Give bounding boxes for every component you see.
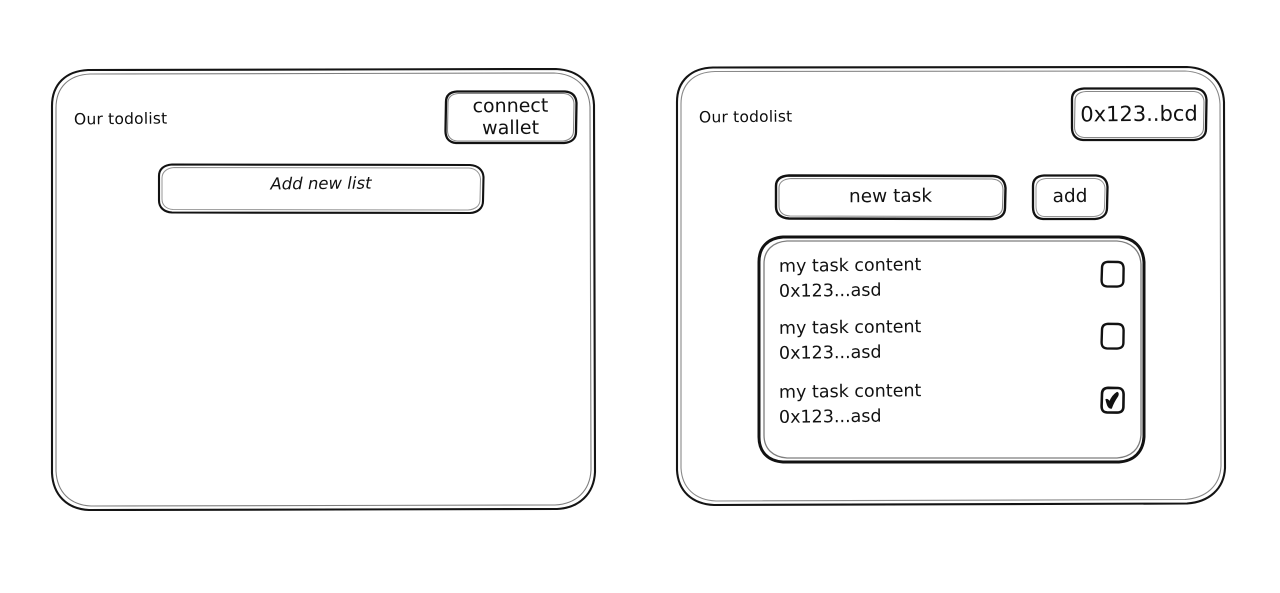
connect-wallet-line1: connect [472, 94, 549, 117]
task-text: my task content 0x123...asd [778, 381, 922, 428]
add-task-label: add [1052, 185, 1088, 208]
add-new-list-label: Add new list [270, 173, 372, 194]
new-task-input-value: new task [848, 185, 933, 208]
page-title: Our todolist [73, 109, 168, 129]
task-list: my task content 0x123...asd my task cont… [755, 232, 1147, 466]
connect-wallet-button[interactable]: connect wallet [443, 89, 578, 145]
page-title: Our todolist [698, 107, 793, 127]
checkbox-checked-icon[interactable] [1099, 386, 1125, 414]
wallet-address-chip[interactable]: 0x123..bcd [1069, 86, 1209, 142]
add-new-list-button[interactable]: Add new list [156, 162, 486, 215]
screen-disconnected: Our todolist connect wallet [48, 66, 598, 514]
button-frame-sketch [1031, 174, 1109, 221]
screen-connected: Our todolist 0x123..bcd new task [673, 64, 1229, 509]
task-address: 0x123...asd [778, 280, 882, 302]
task-address: 0x123...asd [778, 342, 882, 364]
task-text: my task content 0x123...asd [778, 255, 922, 302]
connect-wallet-label: connect wallet [443, 89, 578, 146]
task-content: my task content [778, 381, 922, 403]
input-frame-sketch [774, 174, 1007, 221]
task-address: 0x123...asd [778, 406, 882, 428]
button-frame-sketch [157, 163, 485, 215]
task-content: my task content [778, 317, 922, 339]
task-text: my task content 0x123...asd [778, 317, 922, 364]
wallet-address-label: 0x123..bcd [1080, 101, 1198, 127]
add-task-button[interactable]: add [1030, 173, 1110, 221]
checkbox-empty-icon[interactable] [1099, 260, 1125, 288]
chip-frame-sketch [1070, 87, 1208, 142]
new-task-input[interactable]: new task [773, 173, 1008, 221]
task-content: my task content [778, 255, 922, 277]
checkbox-empty-icon[interactable] [1099, 322, 1125, 350]
connect-wallet-line2: wallet [482, 116, 540, 140]
button-frame-sketch [444, 90, 578, 145]
